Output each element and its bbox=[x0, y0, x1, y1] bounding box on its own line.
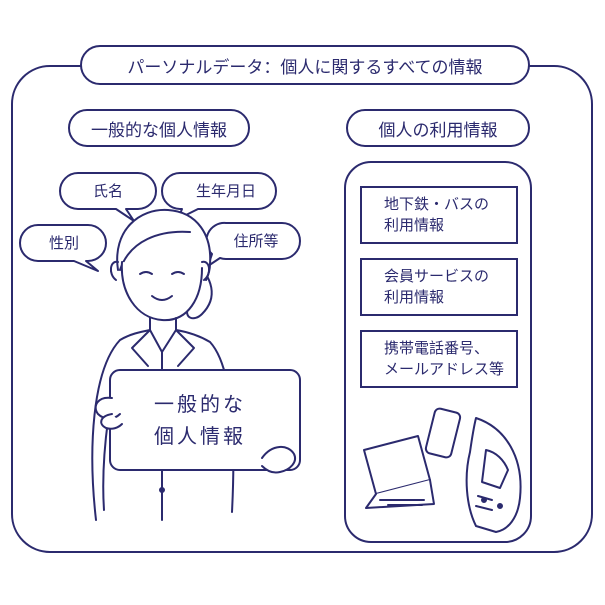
usage-info-heading: 個人の利用情報 bbox=[346, 109, 530, 147]
bubble-address-text: 住所等 bbox=[233, 232, 279, 250]
usage-box-contact: 携帯電話番号、 メールアドレス等 bbox=[360, 330, 518, 388]
bubble-name bbox=[59, 172, 157, 222]
page-title: パーソナルデータ：個人に関するすべての情報 bbox=[80, 45, 530, 85]
usage-box-contact-line1: 携帯電話番号、 bbox=[384, 339, 490, 357]
bubble-gender-text: 性別 bbox=[48, 234, 79, 252]
train-icon bbox=[465, 417, 522, 533]
usage-box-membership: 会員サービスの 利用情報 bbox=[360, 258, 518, 316]
general-info-heading: 一般的な個人情報 bbox=[68, 109, 250, 147]
bubble-birthdate-text: 生年月日 bbox=[195, 182, 256, 200]
usage-info-heading-text: 個人の利用情報 bbox=[378, 120, 498, 141]
board bbox=[94, 369, 301, 474]
bubble-address bbox=[205, 221, 301, 267]
usage-box-transit-line2: 利用情報 bbox=[384, 216, 445, 234]
usage-box-membership-line2: 利用情報 bbox=[384, 288, 445, 306]
usage-box-membership-line1: 会員サービスの bbox=[384, 267, 490, 285]
bubble-name-text: 氏名 bbox=[92, 182, 123, 200]
smartphone-icon bbox=[424, 407, 462, 459]
page-title-text: パーソナルデータ：個人に関するすべての情報 bbox=[127, 57, 483, 78]
bubble-gender bbox=[19, 224, 107, 272]
usage-box-transit: 地下鉄・バスの 利用情報 bbox=[360, 186, 518, 244]
board-line-1: 一般的な bbox=[154, 392, 246, 416]
bubble-birthdate bbox=[161, 172, 277, 220]
laptop-icon bbox=[363, 435, 435, 509]
general-info-heading-text: 一般的な個人情報 bbox=[91, 120, 227, 141]
board-line-2: 個人情報 bbox=[154, 424, 246, 448]
usage-box-contact-line2: メールアドレス等 bbox=[384, 360, 505, 378]
usage-box-transit-line1: 地下鉄・バスの bbox=[384, 195, 490, 213]
